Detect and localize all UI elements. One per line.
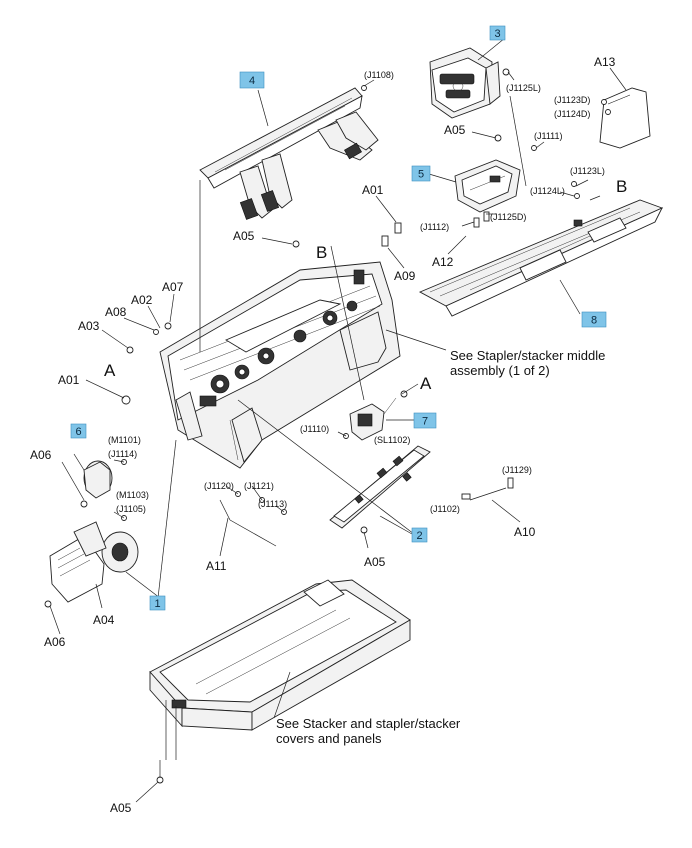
marker-b-center: B bbox=[316, 243, 327, 262]
label-j1113: (J1113) bbox=[258, 499, 287, 509]
svg-text:1: 1 bbox=[154, 598, 160, 610]
svg-text:3: 3 bbox=[494, 28, 500, 40]
svg-text:8: 8 bbox=[591, 315, 597, 327]
part-a04-motor-bracket bbox=[49, 521, 139, 603]
label-sl1102: (SL1102) bbox=[374, 435, 410, 445]
callout-6: 6 bbox=[70, 423, 87, 439]
label-j1121: (J1121) bbox=[244, 481, 274, 491]
label-a01-top: A01 bbox=[362, 183, 384, 197]
note-covers-line2: covers and panels bbox=[276, 731, 382, 746]
label-a13: A13 bbox=[594, 55, 616, 69]
label-a08: A08 bbox=[105, 305, 127, 319]
label-j1102: (J1102) bbox=[430, 504, 460, 514]
part-6-motor bbox=[83, 460, 113, 499]
label-j1123d: (J1123D) bbox=[554, 95, 590, 105]
callout-7: 7 bbox=[413, 412, 437, 429]
svg-text:6: 6 bbox=[75, 426, 81, 438]
note-middle-assembly-line1: See Stapler/stacker middle bbox=[450, 348, 605, 363]
label-j1110: (J1110) bbox=[300, 424, 329, 434]
label-a06-bottom: A06 bbox=[44, 635, 66, 649]
label-j1114: (J1114) bbox=[108, 449, 137, 459]
marker-b-right: B bbox=[616, 177, 627, 196]
part-5-sensor-bracket bbox=[454, 159, 521, 213]
part-4-top-guide bbox=[199, 87, 379, 220]
note-covers-line1: See Stacker and stapler/stacker bbox=[276, 716, 461, 731]
label-a01-left: A01 bbox=[58, 373, 80, 387]
label-a09: A09 bbox=[394, 269, 416, 283]
label-j1123l: (J1123L) bbox=[570, 166, 605, 176]
label-j1124d: (J1124D) bbox=[554, 109, 590, 119]
label-a02: A02 bbox=[131, 293, 153, 307]
label-a05-top: A05 bbox=[444, 123, 466, 137]
part-3-motor-assembly bbox=[429, 47, 501, 119]
callout-4: 4 bbox=[239, 71, 265, 89]
label-j1124l: (J1124L) bbox=[530, 186, 565, 196]
label-a05-bottom: A05 bbox=[110, 801, 132, 815]
label-m1101: (M1101) bbox=[108, 435, 141, 445]
label-j1112: (J1112) bbox=[420, 222, 449, 232]
stacker-tray bbox=[149, 579, 411, 760]
svg-text:2: 2 bbox=[416, 530, 422, 542]
part-8-paper-tray bbox=[418, 199, 664, 317]
label-m1103: (M1103) bbox=[116, 490, 149, 500]
label-j1111: (J1111) bbox=[534, 131, 563, 141]
label-a05-right: A05 bbox=[364, 555, 386, 569]
part-a13-pcb bbox=[599, 87, 651, 149]
callout-3: 3 bbox=[489, 25, 506, 41]
svg-text:4: 4 bbox=[249, 75, 255, 87]
label-a12: A12 bbox=[432, 255, 454, 269]
label-a04: A04 bbox=[93, 613, 115, 627]
callout-8: 8 bbox=[581, 311, 607, 328]
part-2-pcb-assembly bbox=[329, 445, 431, 529]
marker-a-right: A bbox=[420, 374, 432, 393]
svg-text:5: 5 bbox=[418, 169, 424, 181]
note-middle-assembly-line2: assembly (1 of 2) bbox=[450, 363, 550, 378]
label-j1125l: (J1125L) bbox=[506, 83, 541, 93]
callout-1: 1 bbox=[149, 595, 166, 611]
label-j1105: (J1105) bbox=[116, 504, 146, 514]
label-a03: A03 bbox=[78, 319, 100, 333]
callout-5: 5 bbox=[411, 165, 431, 182]
label-a10: A10 bbox=[514, 525, 536, 539]
part-7-solenoid bbox=[349, 397, 397, 441]
label-a11: A11 bbox=[206, 559, 227, 573]
label-a07: A07 bbox=[162, 280, 184, 294]
label-j1108: (J1108) bbox=[364, 70, 394, 80]
leader-lines bbox=[49, 37, 627, 803]
label-a05-mid: A05 bbox=[233, 229, 255, 243]
label-j1125d: (J1125D) bbox=[490, 212, 526, 222]
label-j1120: (J1120) bbox=[204, 481, 234, 491]
callout-2: 2 bbox=[411, 527, 428, 543]
label-j1129: (J1129) bbox=[502, 465, 532, 475]
svg-text:7: 7 bbox=[422, 416, 428, 428]
marker-a-left: A bbox=[104, 361, 116, 380]
label-a06-left: A06 bbox=[30, 448, 52, 462]
main-frame-assembly bbox=[159, 261, 401, 469]
